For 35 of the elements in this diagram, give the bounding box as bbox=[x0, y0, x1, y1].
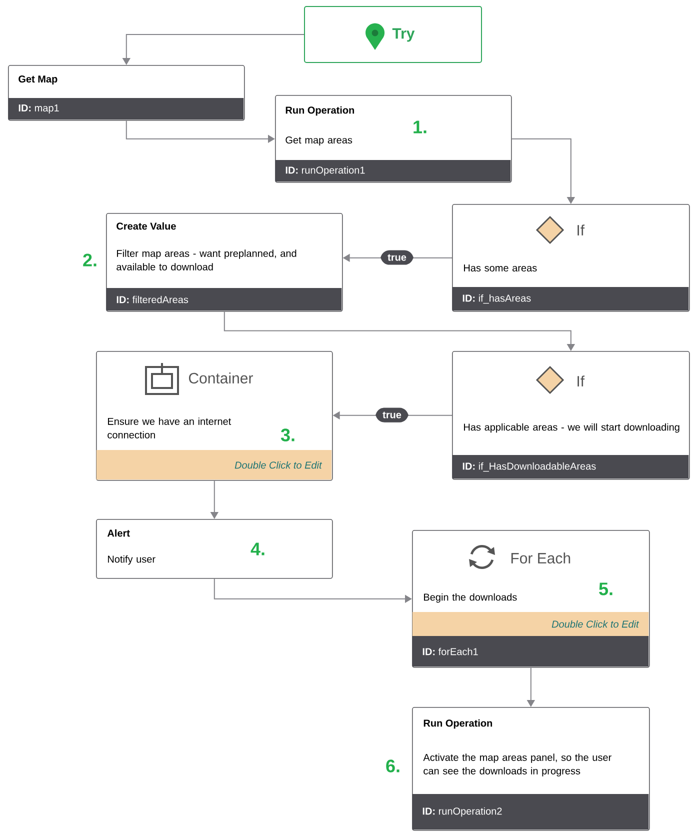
edge-label: true bbox=[380, 250, 414, 265]
node-description: Activate the map areas panel, so the user can see the downloads in progress bbox=[423, 754, 612, 776]
node-description: Filter map areas - want preplanned, and available to download bbox=[116, 250, 296, 270]
node-description: Has applicable areas - we will start downloading bbox=[464, 423, 680, 433]
node-heading: If bbox=[578, 376, 585, 386]
box-title: Get Map bbox=[18, 75, 58, 85]
node-description: Ensure we have an internet connection bbox=[108, 418, 232, 438]
node-description: Get map areas bbox=[286, 136, 352, 146]
box-title: Run Operation bbox=[424, 719, 492, 729]
edit-band: Double Click to Edit bbox=[96, 450, 332, 480]
id-footer: ID: if_hasAreas bbox=[452, 287, 689, 311]
node-heading: For Each bbox=[511, 552, 570, 564]
id-footer: ID: forEach1 bbox=[412, 636, 649, 667]
step-number: 6. bbox=[386, 760, 400, 772]
box-title: Run Operation bbox=[286, 106, 354, 116]
id-footer: ID: if_HasDownloadableAreas bbox=[452, 455, 689, 479]
step-number: 5. bbox=[599, 582, 612, 596]
id-footer: ID: runOperation2 bbox=[412, 794, 649, 830]
step-number: 4. bbox=[250, 542, 264, 556]
box-title: Create Value bbox=[116, 222, 176, 230]
node-heading: If bbox=[578, 224, 585, 236]
edge-label: true bbox=[376, 408, 408, 422]
edit-band: Double Click to Edit bbox=[412, 612, 649, 636]
id-footer: ID: filteredAreas bbox=[106, 288, 342, 311]
node-heading: Container bbox=[188, 372, 253, 384]
node-description: Notify user bbox=[108, 555, 156, 565]
id-footer: ID: map1 bbox=[8, 98, 244, 120]
step-number: 3. bbox=[280, 428, 294, 442]
step-number: 2. bbox=[83, 254, 96, 266]
node-description: Has some areas bbox=[464, 264, 537, 272]
node-heading: Try bbox=[392, 28, 415, 42]
node-description: Begin the downloads bbox=[424, 593, 517, 603]
id-footer: ID: runOperation1 bbox=[275, 160, 511, 182]
step-number: 1. bbox=[414, 120, 426, 134]
box-title: Alert bbox=[107, 529, 130, 537]
